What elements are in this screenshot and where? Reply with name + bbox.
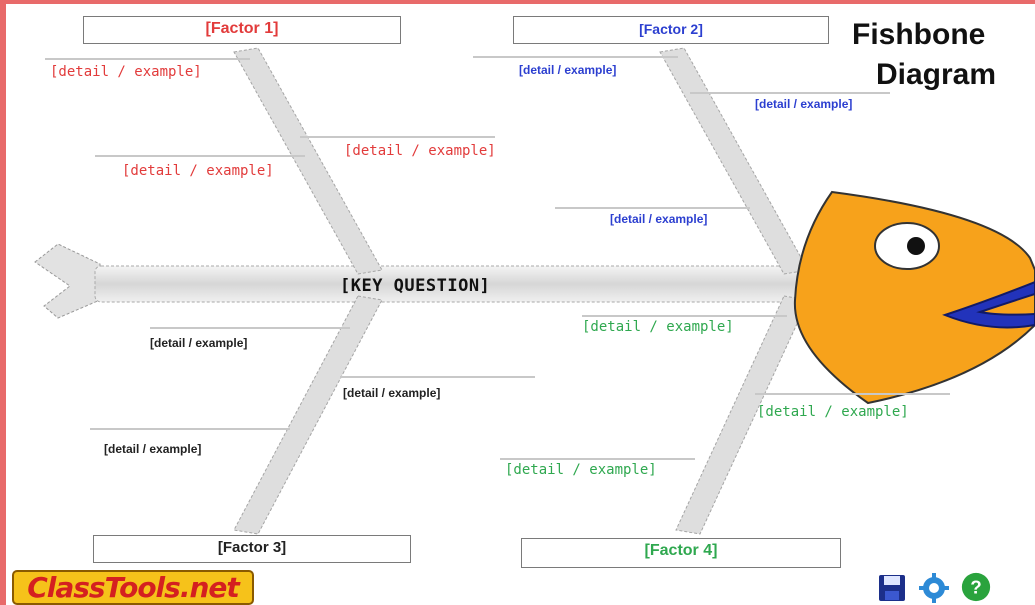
factor-3-detail-2[interactable]: [detail / example] [343,386,441,400]
detail-line [300,136,495,138]
factor-1-detail-2[interactable]: [detail / example] [344,143,496,159]
detail-line [473,56,678,58]
factor-1-detail-1[interactable]: [detail / example] [50,64,202,80]
factor-2-box[interactable]: [Factor 2] [513,16,829,44]
factor-2-detail-1[interactable]: [detail / example] [519,63,617,77]
detail-line [755,393,950,395]
factor-3-box[interactable]: [Factor 3] [93,535,411,563]
detail-line [95,155,305,157]
factor-2-detail-3[interactable]: [detail / example] [610,212,708,226]
factor-4-box[interactable]: [Factor 4] [521,538,841,568]
detail-line [45,58,250,60]
bone-factor-1 [233,47,383,275]
factor-4-detail-3[interactable]: [detail / example] [505,462,657,478]
detail-line [555,207,750,209]
diagram-title-line-2: Diagram [876,58,997,91]
detail-line [90,428,290,430]
bone-factor-3 [233,295,383,535]
factor-1-detail-3[interactable]: [detail / example] [122,163,274,179]
key-question[interactable]: [KEY QUESTION] [340,276,491,296]
factor-2-detail-2[interactable]: [detail / example] [755,97,853,111]
factor-4-detail-2[interactable]: [detail / example] [757,404,909,420]
classtools-logo[interactable]: ClassTools.net [12,570,254,605]
help-glyph: ? [970,577,982,598]
factor-1-box[interactable]: [Factor 1] [83,16,401,44]
diagram-title-line-1: Fishbone [852,18,986,51]
detail-line [150,327,350,329]
logo-text: ClassTools.net [27,571,240,604]
factor-4-detail-1[interactable]: [detail / example] [582,319,734,335]
settings-icon[interactable] [918,572,950,604]
detail-line [582,315,787,317]
help-icon[interactable]: ? [960,571,992,603]
factor-3-detail-3[interactable]: [detail / example] [104,442,202,456]
fish-pupil [907,237,925,255]
save-icon[interactable] [876,572,908,604]
detail-line [500,458,695,460]
spine-bone [94,265,806,303]
fish-tail [34,243,101,319]
fish-head [793,190,1035,405]
detail-line [340,376,535,378]
bone-factor-2 [659,47,809,275]
detail-line [690,92,890,94]
factor-3-detail-1[interactable]: [detail / example] [150,336,248,350]
